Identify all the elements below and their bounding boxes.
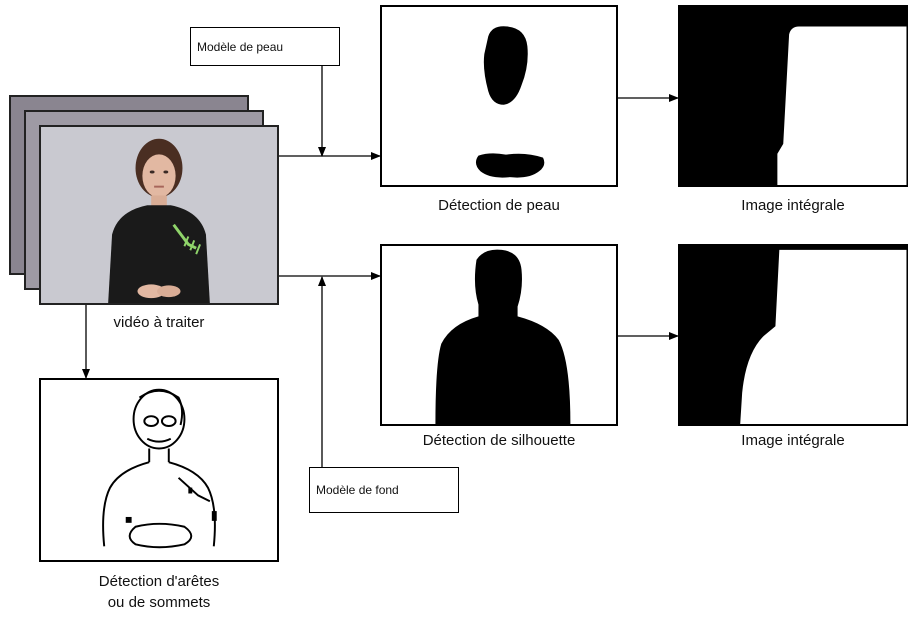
edge-detection-label-line1: Détection d'arêtes (98, 573, 220, 590)
edge-image (102, 388, 217, 549)
silhouette-detection-frame (380, 244, 618, 426)
person-image (41, 127, 277, 303)
silhouette-detection-label: Détection de silhouette (422, 432, 576, 449)
edge-detection-label-line2: ou de sommets (107, 594, 211, 611)
video-frame-front (39, 125, 279, 305)
silhouette-mask-image (435, 249, 571, 424)
skin-detection-label: Détection de peau (438, 197, 560, 214)
edge-detection-frame (39, 378, 279, 562)
integral-image-top-label: Image intégrale (741, 197, 845, 214)
integral-image-top-frame (678, 5, 908, 187)
integral-image-bottom (740, 249, 907, 424)
integral-image-bottom-frame (678, 244, 908, 426)
background-model-box: Modèle de fond (309, 467, 459, 513)
skin-mask-image (475, 26, 545, 178)
skin-model-box: Modèle de peau (190, 27, 340, 66)
skin-detection-frame (380, 5, 618, 187)
integral-image-bottom-label: Image intégrale (741, 432, 845, 449)
integral-image-top (777, 26, 907, 185)
video-label: vidéo à traiter (113, 314, 205, 331)
